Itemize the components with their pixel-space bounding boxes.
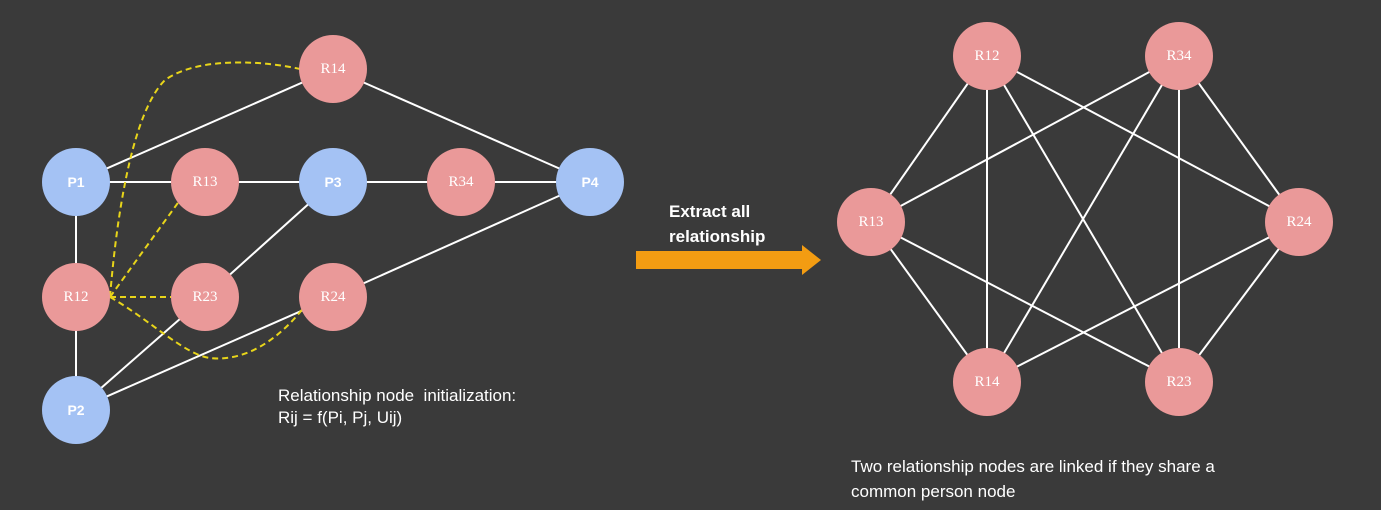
node-label: R14: [320, 61, 346, 77]
dashed-edge-r12-r24: [109, 296, 309, 360]
node-label: P3: [324, 174, 341, 190]
node-label: R23: [192, 289, 217, 305]
relationship-node-circle: [171, 263, 239, 331]
left-edge-r14-p4: [332, 68, 591, 183]
node-label: P2: [67, 402, 84, 418]
right-node-r34: R34: [1145, 22, 1213, 90]
right-node-r13: R13: [837, 188, 905, 256]
right-node-r23: R23: [1145, 348, 1213, 416]
node-label: R24: [320, 289, 346, 305]
left-caption-line2: Rij = f(Pi, Pj, Uij): [278, 408, 403, 427]
relationship-node-circle: [1145, 348, 1213, 416]
arrow-head: [802, 245, 821, 275]
left-node-r12: R12: [42, 263, 110, 331]
right-edge-r13-r23: [870, 221, 1180, 383]
node-label: P4: [581, 174, 598, 190]
relationship-node-circle: [299, 35, 367, 103]
relationship-node-circle: [42, 263, 110, 331]
right-node-r24: R24: [1265, 188, 1333, 256]
right-caption-line2: common person node: [851, 482, 1016, 501]
arrow-label: Extract all relationship: [669, 199, 765, 249]
right-edge-r12-r24: [986, 55, 1300, 223]
left-edge-p4-r24: [332, 181, 591, 298]
person-node-circle: [299, 148, 367, 216]
right-edge-r34-r24: [1178, 55, 1300, 223]
right-node-r12: R12: [953, 22, 1021, 90]
right-graph-edges: [870, 55, 1300, 383]
node-label: R12: [63, 289, 88, 305]
node-label: R12: [974, 48, 999, 64]
right-node-r14: R14: [953, 348, 1021, 416]
left-graph-dashed-edges: [109, 61, 309, 360]
person-node-circle: [42, 148, 110, 216]
relationship-node-circle: [1265, 188, 1333, 256]
node-label: R14: [974, 374, 1000, 390]
node-label: R34: [1166, 48, 1192, 64]
relationship-node-circle: [1145, 22, 1213, 90]
left-node-p3: P3: [299, 148, 367, 216]
right-caption: Two relationship nodes are linked if the…: [851, 454, 1215, 504]
left-node-r14: R14: [299, 35, 367, 103]
node-label: R34: [448, 174, 474, 190]
left-node-p1: P1: [42, 148, 110, 216]
dashed-edge-r12-r14: [109, 61, 301, 298]
node-label: R13: [192, 174, 217, 190]
person-node-circle: [42, 376, 110, 444]
relationship-node-circle: [837, 188, 905, 256]
relationship-node-circle: [427, 148, 495, 216]
left-node-p2: P2: [42, 376, 110, 444]
left-node-r24: R24: [299, 263, 367, 331]
left-graph-edges: [75, 68, 591, 411]
relationship-node-circle: [953, 22, 1021, 90]
arrow-label-line1: Extract all: [669, 202, 751, 221]
arrow-shaft: [636, 251, 804, 269]
right-edge-r34-r13: [870, 55, 1180, 223]
relationship-node-circle: [171, 148, 239, 216]
left-edge-p1-r14: [75, 68, 334, 183]
left-edge-r24-p2: [75, 296, 334, 411]
left-caption-line1: Relationship node initialization:: [278, 386, 517, 405]
left-node-r13: R13: [171, 148, 239, 216]
person-node-circle: [556, 148, 624, 216]
left-node-r34: R34: [427, 148, 495, 216]
left-caption: Relationship node initialization: Rij = …: [278, 385, 516, 429]
node-label: R24: [1286, 214, 1312, 230]
relationship-node-circle: [953, 348, 1021, 416]
left-node-r23: R23: [171, 263, 239, 331]
extract-arrow: [636, 245, 821, 275]
node-label: R13: [858, 214, 883, 230]
node-label: R23: [1166, 374, 1191, 390]
left-node-p4: P4: [556, 148, 624, 216]
right-caption-line1: Two relationship nodes are linked if the…: [851, 457, 1215, 476]
arrow-label-line2: relationship: [669, 227, 766, 246]
node-label: P1: [67, 174, 84, 190]
right-edge-r24-r14: [986, 221, 1300, 383]
right-edge-r34-r14: [986, 55, 1180, 383]
relationship-node-circle: [299, 263, 367, 331]
